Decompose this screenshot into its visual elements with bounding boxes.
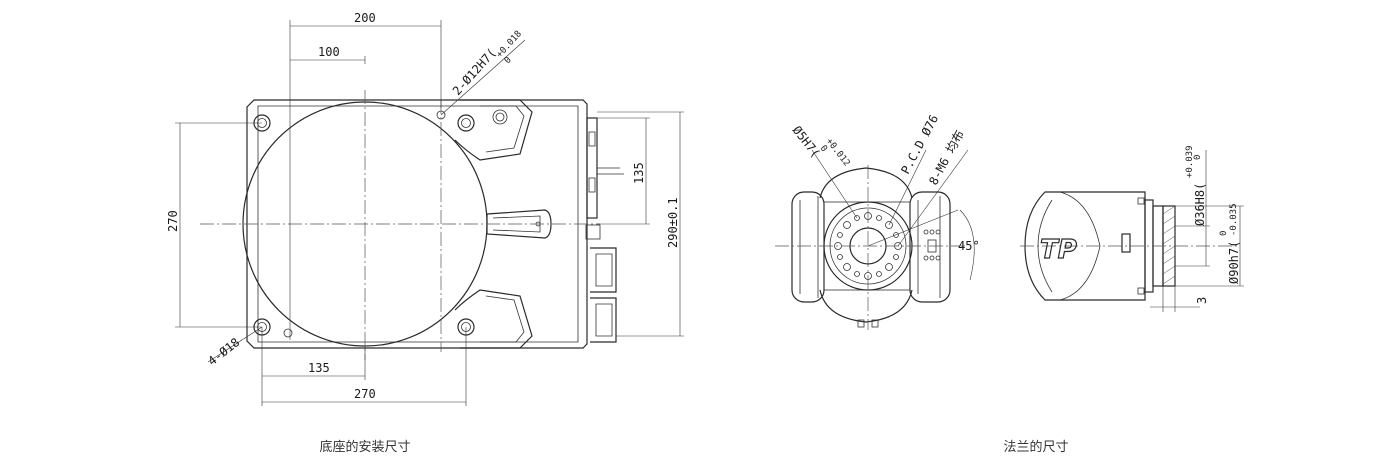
label-threads: 8-M6 均布 bbox=[926, 128, 967, 188]
svg-text:+0.012: +0.012 bbox=[824, 137, 852, 169]
label-pin-5: Ø5H7( bbox=[790, 123, 823, 160]
dim-200: 200 bbox=[354, 11, 376, 25]
flange-side-view: TP Ø36H8( +0.039 0 Ø90h7( 0 -0.035 3 bbox=[1020, 145, 1244, 312]
dim-270-left: 270 bbox=[166, 210, 180, 232]
svg-text:-0.035: -0.035 bbox=[1229, 203, 1239, 236]
label-angle: 45° bbox=[958, 239, 980, 253]
label-holes: 4-Ø18 bbox=[205, 335, 242, 368]
dim-290: 290±0.1 bbox=[666, 197, 680, 248]
label-depth-3: 3 bbox=[1195, 297, 1209, 304]
svg-text:0: 0 bbox=[818, 144, 829, 154]
label-bore-36: Ø36H8( bbox=[1193, 183, 1207, 226]
dim-100: 100 bbox=[318, 45, 340, 59]
base-view: 200 100 2-Ø12H7( +0.018 0 270 135 290±0.… bbox=[166, 11, 684, 406]
svg-text:0: 0 bbox=[503, 55, 514, 66]
label-shaft-90: Ø90h7( bbox=[1227, 241, 1241, 284]
dim-135-bottom: 135 bbox=[308, 361, 330, 375]
label-pins: 2-Ø12H7( bbox=[450, 46, 499, 98]
tp-logo: TP bbox=[1040, 235, 1077, 265]
svg-text:+0.039: +0.039 bbox=[1185, 145, 1195, 178]
dim-135-right: 135 bbox=[632, 162, 646, 184]
svg-text:0: 0 bbox=[1193, 155, 1203, 160]
dim-270-bottom: 270 bbox=[354, 387, 376, 401]
svg-text:0: 0 bbox=[1219, 231, 1229, 236]
caption-base: 底座的安装尺寸 bbox=[319, 440, 411, 455]
flange-front-view: 45° Ø5H7( +0.012 0 P.C.D Ø76 8-M6 均布 bbox=[775, 112, 980, 330]
caption-flange: 法兰的尺寸 bbox=[1003, 440, 1069, 455]
